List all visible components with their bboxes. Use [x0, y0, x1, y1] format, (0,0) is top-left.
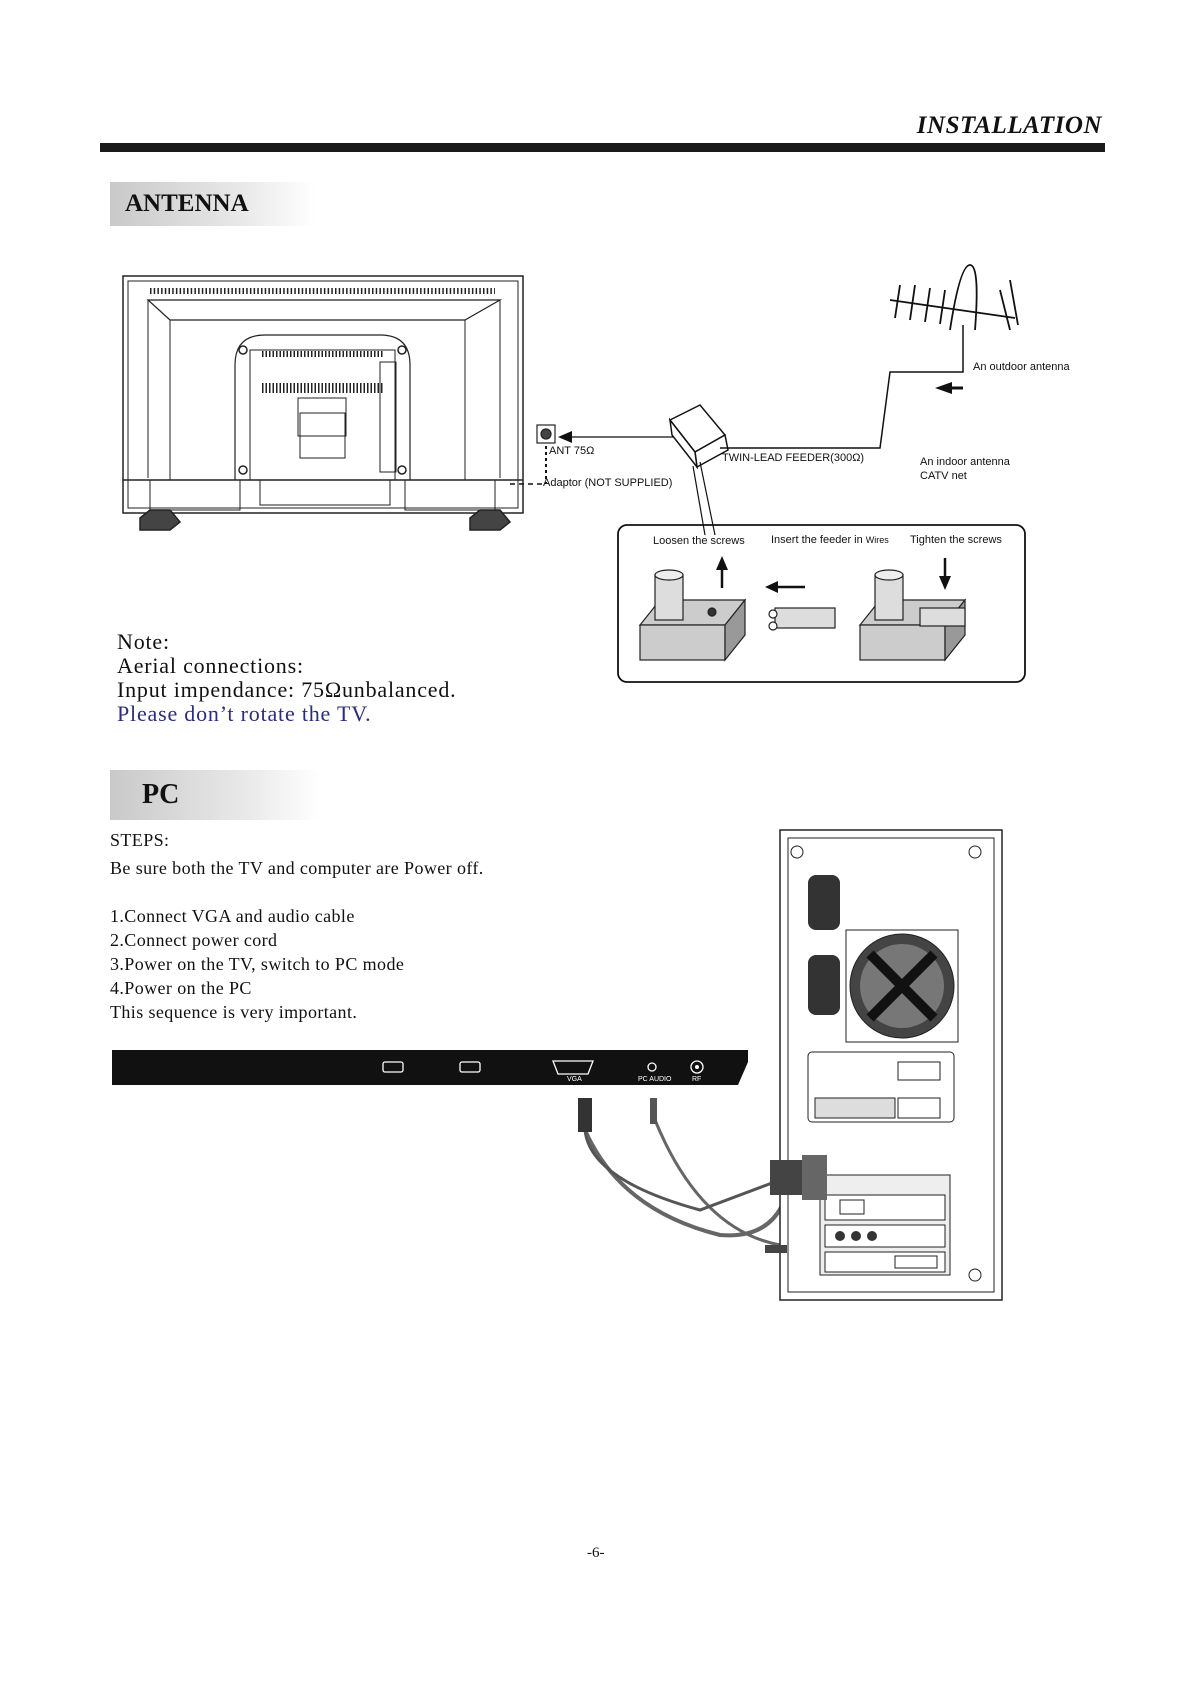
- audio-jack-icon: [851, 1231, 861, 1241]
- pc-connection-diagram: [112, 829, 1003, 1301]
- ant-port-icon: [536, 424, 556, 444]
- terminal-tighten-icon: [858, 569, 967, 662]
- vga-port-label: VGA: [567, 1076, 582, 1083]
- arrow-left-icon: [935, 382, 952, 394]
- step-item: 4.Power on the PC: [110, 978, 252, 998]
- page-header-title: INSTALLATION: [916, 112, 1102, 139]
- screw-icon: [968, 845, 982, 859]
- arrow-down-icon: [939, 576, 951, 590]
- parallel-port-icon: [814, 1097, 896, 1119]
- vga-connector-plug-icon: [770, 1160, 802, 1195]
- arrow-up-icon: [716, 556, 728, 570]
- step-item: This sequence is very important.: [110, 1002, 358, 1022]
- feeder-wires-icon: [768, 607, 836, 631]
- pc-audio-port-icon: [647, 1062, 657, 1072]
- wires-label: Wires: [865, 535, 889, 545]
- terminal-loosen-icon: [638, 569, 747, 662]
- audio-jack-icon: [835, 1231, 845, 1241]
- rf-port-icon: [690, 1060, 704, 1074]
- tighten-screws-label: Tighten the screws: [910, 534, 1002, 546]
- antenna-section-title: ANTENNA: [125, 190, 249, 217]
- steps-heading: STEPS:: [110, 830, 170, 850]
- step-item: 3.Power on the TV, switch to PC mode: [110, 954, 405, 974]
- power-socket-icon: [808, 955, 840, 1015]
- outdoor-antenna-icon: [889, 264, 1019, 331]
- connection-steps-callout: [617, 524, 1026, 683]
- audio-jack-icon: [867, 1231, 877, 1241]
- pc-section-tab: PC: [110, 770, 320, 820]
- pc-audio-port-label: PC AUDIO: [638, 1076, 672, 1083]
- vga-port-icon: [552, 1060, 594, 1075]
- tv-input-panel: [112, 1050, 748, 1085]
- note-aerial-connections: Aerial connections:: [117, 653, 304, 678]
- note-input-impedance: Input impendance: 75Ωunbalanced.: [117, 677, 457, 702]
- serial-port-icon: [897, 1097, 941, 1119]
- vga-port-icon: [839, 1199, 865, 1215]
- fan-icon: [845, 929, 959, 1043]
- arrow-left-icon: [558, 431, 572, 443]
- twin-lead-feeder-label: TWIN-LEAD FEEDER(300Ω): [722, 452, 865, 464]
- antenna-diagram: [122, 264, 1026, 683]
- antenna-section-tab: ANTENNA: [110, 182, 315, 226]
- catv-net-label: CATV net: [920, 470, 967, 482]
- arrow-left-icon: [765, 581, 778, 593]
- indoor-antenna-label: An indoor antenna: [920, 456, 1010, 468]
- screw-icon: [790, 845, 804, 859]
- page-number: -6-: [587, 1545, 605, 1561]
- pc-section-title: PC: [142, 779, 180, 810]
- audio-plug-icon: [650, 1098, 657, 1124]
- step-item: 1.Connect VGA and audio cable: [110, 906, 355, 926]
- ant-port-label: ANT 75Ω: [549, 445, 595, 457]
- power-socket-icon: [808, 875, 840, 930]
- vga-plug-icon: [578, 1098, 592, 1132]
- screw-icon: [968, 1268, 982, 1282]
- hdmi-port-icon: [459, 1061, 481, 1073]
- outdoor-antenna-label: An outdoor antenna: [973, 361, 1070, 373]
- step-item: 2.Connect power cord: [110, 930, 278, 950]
- header-rule: [100, 143, 1105, 152]
- loosen-screws-label: Loosen the screws: [653, 535, 745, 547]
- note-heading: Note:: [117, 629, 170, 654]
- tv-back-illustration: [122, 275, 524, 531]
- adaptor-label: Adaptor (NOT SUPPLIED): [543, 477, 673, 489]
- balun-adaptor-icon: [668, 404, 729, 470]
- note-warning: Please don’t rotate the TV.: [117, 701, 372, 726]
- serial-port-icon: [897, 1061, 941, 1081]
- steps-intro: Be sure both the TV and computer are Pow…: [110, 858, 484, 878]
- insert-feeder-label: Insert the feeder in Wires: [771, 534, 889, 546]
- audio-connector-plug-icon: [765, 1245, 787, 1253]
- hdmi-port-icon: [382, 1061, 404, 1073]
- rf-port-label: RF: [692, 1076, 702, 1083]
